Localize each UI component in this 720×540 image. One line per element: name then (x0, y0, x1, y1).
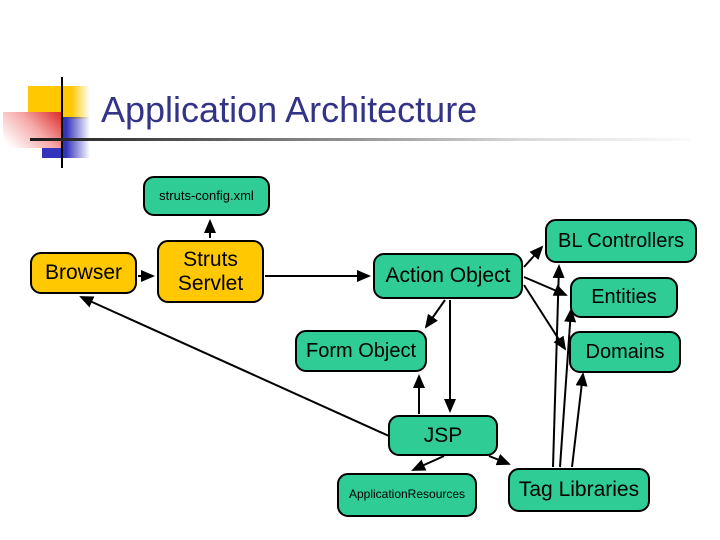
edge-tag-libraries-to-bl-controllers (552, 264, 565, 468)
edge-jsp-to-browser (79, 296, 390, 437)
edge-action-object-to-form-object (424, 299, 446, 329)
edge-jsp-to-tag-libraries (488, 453, 511, 466)
logo-red-square (3, 112, 63, 148)
title-rule (30, 138, 690, 141)
page-title: Application Architecture (101, 89, 478, 130)
edge-action-object-to-domains (523, 284, 567, 351)
edge-action-object-to-entities (523, 276, 568, 296)
edge-jsp-to-application-resources (411, 455, 445, 471)
logo-crosshair-line (61, 77, 63, 168)
edge-tag-libraries-to-entities (559, 308, 577, 468)
edge-action-object-to-bl-controllers (523, 245, 544, 268)
edge-tag-libraries-to-domains (571, 372, 588, 468)
